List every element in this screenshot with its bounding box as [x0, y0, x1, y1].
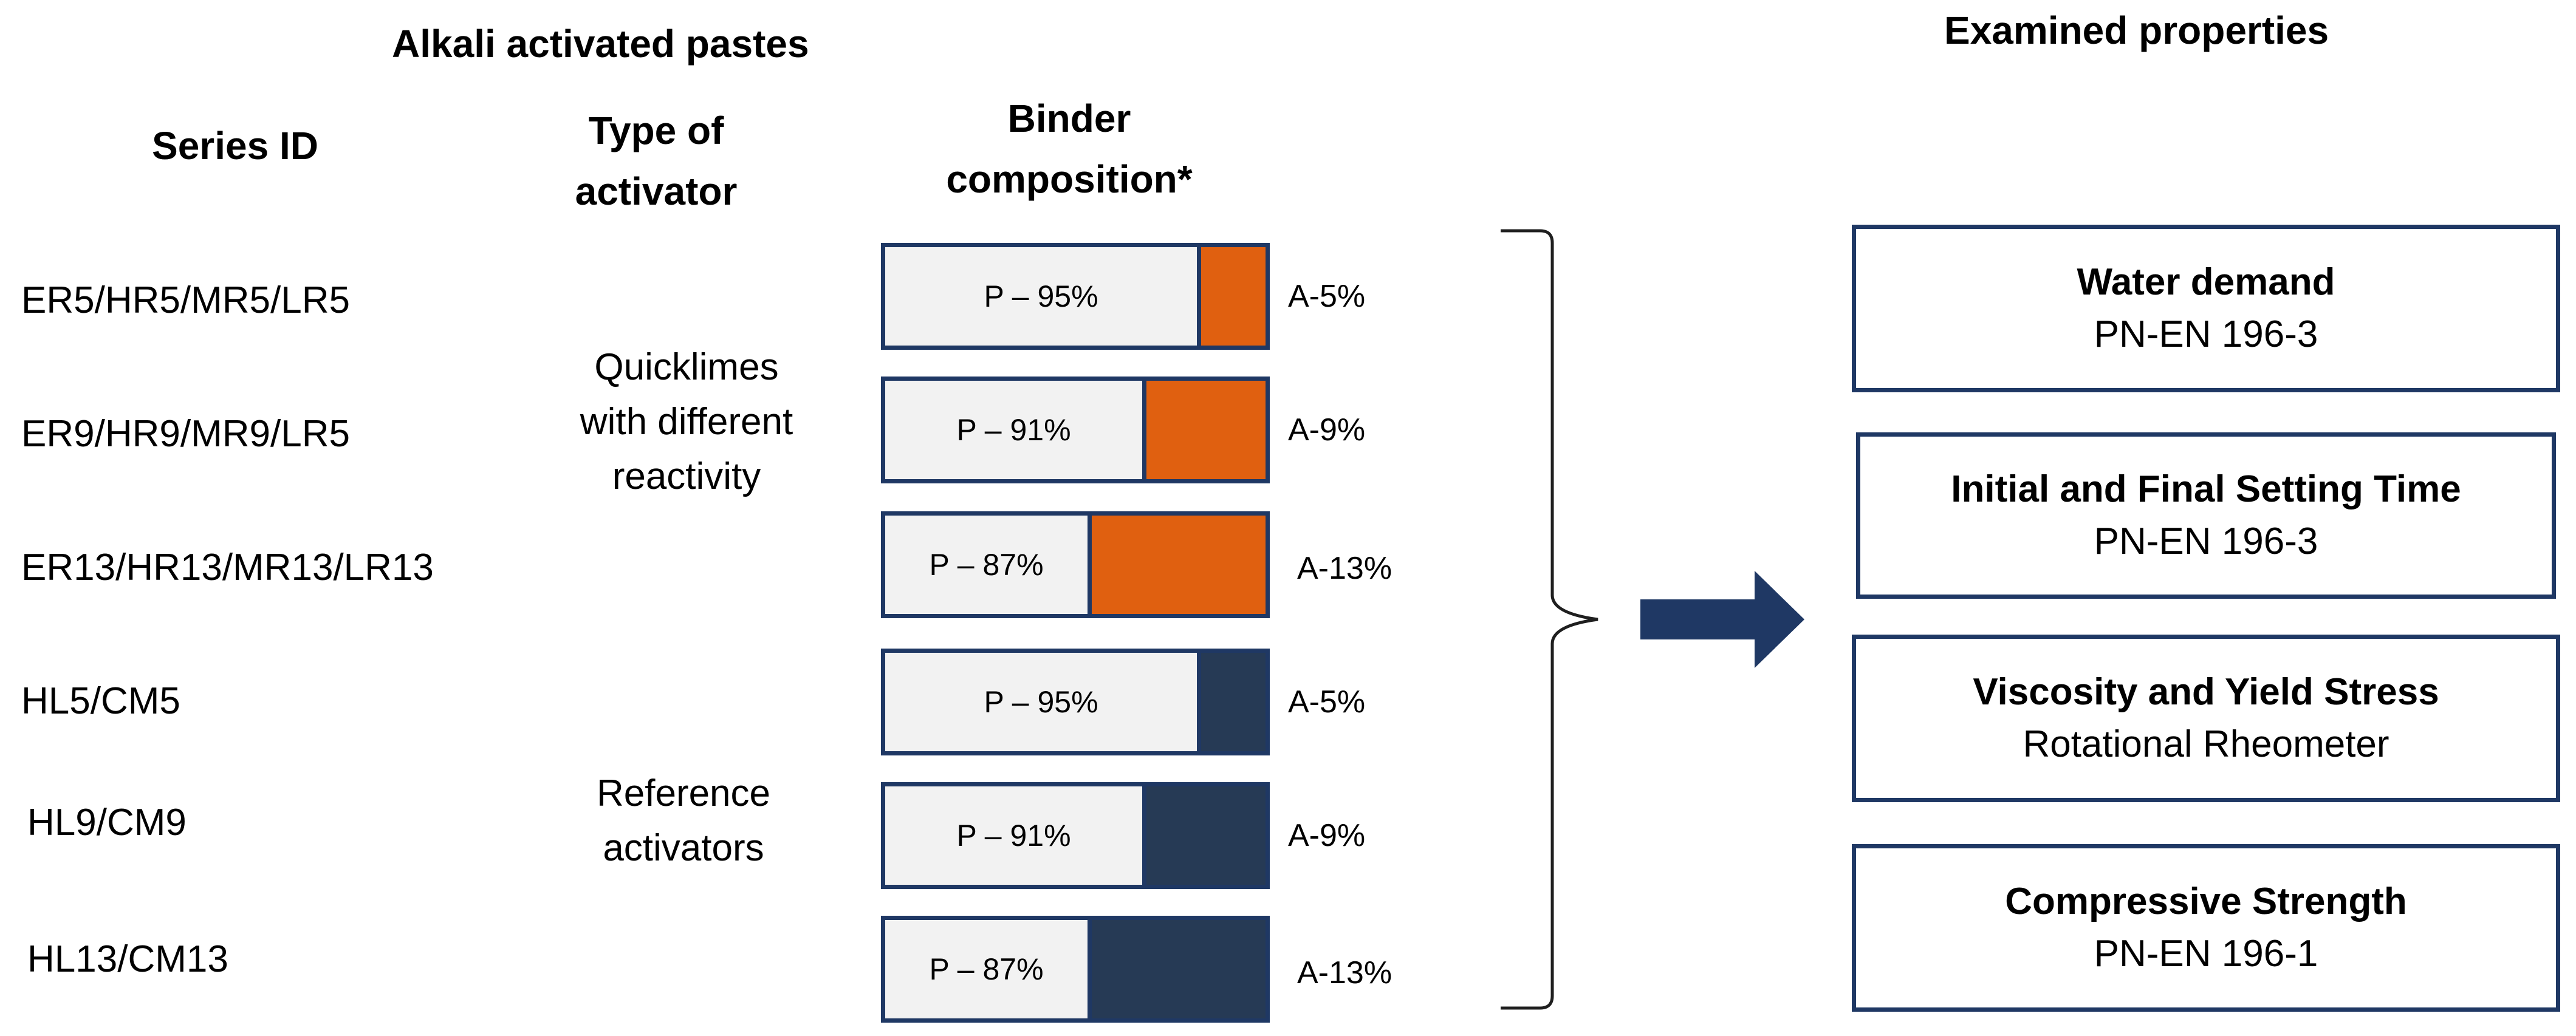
- activator-share-label: A-13%: [1297, 955, 1392, 990]
- arrow-icon: [1640, 571, 1804, 668]
- precursor-share-label: P – 91%: [956, 819, 1071, 853]
- property-title: Viscosity and Yield Stress: [1973, 671, 2439, 713]
- activator-quicklimes: Quicklimes with different reactivity: [529, 340, 844, 504]
- property-box-compressive-strength: Compressive Strength PN-EN 196-1: [1852, 844, 2560, 1012]
- property-box-setting-time: Initial and Final Setting Time PN-EN 196…: [1856, 432, 2556, 599]
- series-id: HL5/CM5: [21, 680, 180, 722]
- brace-path: [1501, 229, 1598, 1010]
- property-standard: Rotational Rheometer: [2023, 723, 2389, 765]
- property-title: Water demand: [2077, 261, 2335, 303]
- activator-share-label: A-9%: [1288, 412, 1366, 448]
- activator-header: Type of activator: [535, 100, 778, 222]
- series-id: HL13/CM13: [27, 938, 228, 980]
- activator-reference: Reference activators: [526, 766, 841, 876]
- series-id: HL9/CM9: [27, 802, 187, 843]
- activator-quicklimes-line: reactivity: [612, 455, 761, 497]
- binder-bar: P – 95%: [881, 243, 1270, 350]
- activator-share-label: A-5%: [1288, 279, 1366, 314]
- activator-share-segment: [1088, 920, 1266, 1018]
- precursor-share-label: P – 95%: [984, 685, 1098, 719]
- activator-quicklimes-line: Quicklimes: [594, 346, 779, 388]
- activator-reference-line: Reference: [596, 772, 771, 814]
- grouping-brace: [1501, 229, 1598, 1010]
- activator-share-segment: [1197, 653, 1266, 751]
- precursor-share-label: P – 91%: [956, 413, 1071, 447]
- property-box-water-demand: Water demand PN-EN 196-3: [1852, 225, 2560, 392]
- activator-share-segment: [1197, 247, 1266, 346]
- property-standard: PN-EN 196-1: [2094, 933, 2318, 975]
- precursor-share-label: P – 87%: [929, 548, 1044, 582]
- activator-share-label: A-9%: [1288, 818, 1366, 853]
- property-box-viscosity: Viscosity and Yield Stress Rotational Rh…: [1852, 635, 2560, 802]
- activator-header-line1: Type of: [588, 109, 724, 152]
- series-id: ER9/HR9/MR9/LR5: [21, 413, 350, 455]
- precursor-share-label: P – 87%: [929, 952, 1044, 986]
- binder-header-line2: composition*: [946, 157, 1193, 201]
- activator-share-label: A-13%: [1297, 551, 1392, 586]
- activator-quicklimes-line: with different: [580, 401, 793, 443]
- binder-bar: P – 87%: [881, 511, 1270, 618]
- activator-reference-line: activators: [603, 827, 764, 869]
- diagram-title: Alkali activated pastes: [392, 22, 809, 66]
- binder-bar: P – 87%: [881, 916, 1270, 1023]
- property-title: Compressive Strength: [2005, 881, 2407, 922]
- activator-header-line2: activator: [575, 169, 738, 213]
- series-id: ER13/HR13/MR13/LR13: [21, 547, 434, 588]
- binder-bar: P – 91%: [881, 782, 1270, 889]
- property-standard: PN-EN 196-3: [2094, 313, 2318, 355]
- activator-share-label: A-5%: [1288, 684, 1366, 720]
- property-title: Initial and Final Setting Time: [1951, 468, 2461, 510]
- arrow-shape: [1640, 571, 1804, 668]
- precursor-share-label: P – 95%: [984, 279, 1098, 313]
- binder-bar: P – 91%: [881, 377, 1270, 483]
- binder-header-line1: Binder: [1007, 97, 1131, 140]
- properties-header: Examined properties: [1944, 9, 2329, 52]
- activator-share-segment: [1142, 381, 1266, 479]
- binder-header: Binder composition*: [887, 88, 1252, 210]
- series-id-header: Series ID: [152, 124, 318, 168]
- activator-share-segment: [1088, 516, 1266, 614]
- property-standard: PN-EN 196-3: [2094, 520, 2318, 562]
- activator-share-segment: [1142, 786, 1266, 885]
- series-id: ER5/HR5/MR5/LR5: [21, 279, 350, 321]
- binder-bar: P – 95%: [881, 649, 1270, 755]
